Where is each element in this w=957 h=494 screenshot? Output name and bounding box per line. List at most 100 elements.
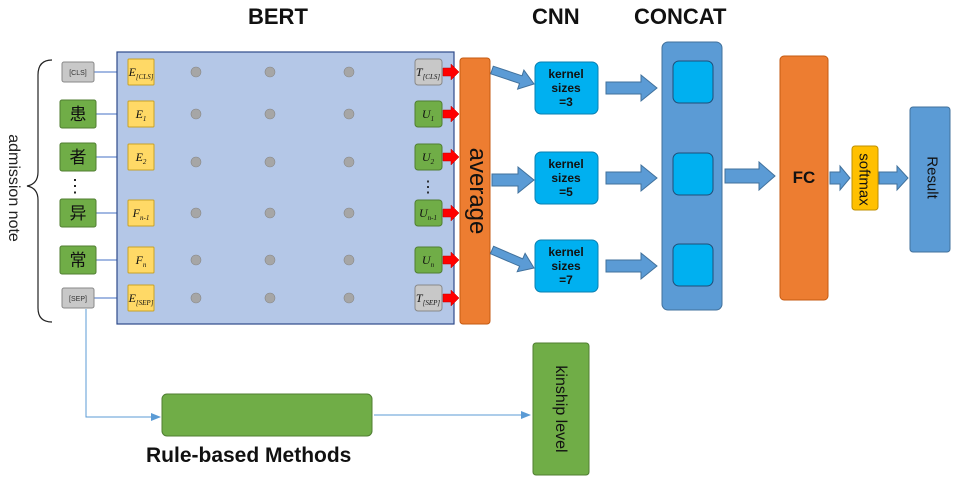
- input-token-char: 患: [70, 105, 87, 124]
- output-label: U2: [422, 150, 435, 166]
- header-concat: CONCAT: [634, 4, 727, 29]
- output-label: U1: [422, 107, 434, 123]
- input-token: [59, 198, 97, 228]
- red-arrow: [442, 289, 460, 307]
- hidden-node: [190, 66, 202, 78]
- kernel-label: =3: [559, 95, 573, 109]
- header-bert: BERT: [248, 4, 308, 29]
- kernel-label: sizes: [551, 259, 581, 273]
- embedding-box: [127, 199, 155, 227]
- input-token-special: [61, 61, 95, 83]
- kinship-level-label: kinship level: [552, 365, 569, 453]
- input-token: [59, 245, 97, 275]
- output-label: T[CLS]: [416, 65, 440, 81]
- output-box: [414, 58, 443, 86]
- concat-slot: [672, 60, 714, 104]
- kernel-box: [534, 61, 599, 115]
- arrow-average-to-kernel3: [490, 65, 535, 90]
- arrow-fc-to-softmax: [829, 164, 851, 192]
- kernel-label: kernel: [548, 67, 583, 81]
- hidden-node: [343, 207, 355, 219]
- input-token-char: 常: [70, 251, 87, 270]
- arrow-softmax-to-result: [878, 164, 909, 192]
- admission-note-brace: [26, 59, 53, 323]
- kernel-label: kernel: [548, 245, 583, 259]
- output-label: Un: [422, 253, 435, 269]
- hidden-node: [264, 156, 276, 168]
- embedding-label: Fn-1: [132, 206, 150, 222]
- input-token-ellipsis: ⋮: [66, 176, 84, 196]
- embedding-box: [127, 246, 155, 274]
- red-arrow: [442, 204, 460, 222]
- arrow-concat-to-fc: [724, 160, 776, 192]
- rule-path-line: [85, 309, 161, 421]
- output-label: Un-1: [419, 206, 437, 222]
- hidden-node: [343, 66, 355, 78]
- input-token-special: [61, 287, 95, 309]
- hidden-node: [343, 254, 355, 266]
- output-ellipsis: ⋮: [420, 179, 436, 196]
- kernel-box: [534, 239, 599, 293]
- result-label: Result: [923, 156, 941, 199]
- admission-note-label: admission note: [5, 134, 22, 242]
- hidden-node: [264, 254, 276, 266]
- embedding-box: [127, 100, 155, 128]
- input-token-label: [SEP]: [69, 296, 87, 303]
- hidden-node: [343, 292, 355, 304]
- hidden-node: [264, 108, 276, 120]
- input-token-char: 异: [70, 204, 87, 223]
- kernel-label: sizes: [551, 81, 581, 95]
- arrow-average-to-kernel7: [489, 245, 535, 273]
- kernel-label: kernel: [548, 157, 583, 171]
- kernel-label: =7: [559, 273, 573, 287]
- embedding-label: E[CLS]: [128, 65, 154, 81]
- hidden-node: [343, 108, 355, 120]
- output-box: [414, 199, 443, 227]
- output-box: [414, 284, 443, 312]
- hidden-node: [190, 108, 202, 120]
- red-arrow: [442, 148, 460, 166]
- embedding-label: E2: [135, 150, 147, 166]
- kernel-label: =5: [559, 185, 573, 199]
- kinship-box: [532, 342, 590, 476]
- rule-based-methods-label: Rule-based Methods: [146, 444, 352, 467]
- kernel-box: [534, 151, 599, 205]
- hidden-node: [190, 254, 202, 266]
- arrow-average-to-kernel5: [491, 165, 535, 195]
- header-cnn: CNN: [532, 4, 580, 29]
- red-arrow: [442, 63, 460, 81]
- hidden-node: [190, 292, 202, 304]
- arrow-kernel-to-concat: [605, 251, 658, 281]
- output-label: T[SEP]: [416, 291, 440, 307]
- hidden-node: [264, 292, 276, 304]
- average-bar: [459, 57, 491, 325]
- hidden-node: [343, 156, 355, 168]
- arrow-kernel-to-concat: [605, 73, 658, 103]
- output-box: [414, 100, 443, 128]
- rule-based-box: [161, 393, 373, 437]
- embedding-label: E[SEP]: [128, 291, 154, 307]
- input-token-char: 者: [70, 148, 87, 167]
- input-token: [59, 99, 97, 129]
- average-label: average: [464, 147, 491, 235]
- embedding-label: E1: [135, 107, 147, 123]
- output-box: [414, 143, 443, 171]
- input-token-label: [CLS]: [69, 70, 87, 77]
- red-arrow: [442, 251, 460, 269]
- concat-slot: [672, 152, 714, 196]
- softmax-box: [851, 145, 879, 211]
- kernel-label: sizes: [551, 171, 581, 185]
- hidden-node: [264, 66, 276, 78]
- result-box: [909, 106, 951, 253]
- embedding-label: Fn: [135, 253, 147, 269]
- red-arrow: [442, 105, 460, 123]
- bert-block: [116, 51, 455, 325]
- hidden-node: [264, 207, 276, 219]
- fc-label: FC: [792, 168, 816, 187]
- hidden-node: [190, 207, 202, 219]
- arrow-kernel-to-concat: [605, 163, 658, 193]
- embedding-box: [127, 143, 155, 171]
- output-box: [414, 246, 443, 274]
- input-token: [59, 142, 97, 172]
